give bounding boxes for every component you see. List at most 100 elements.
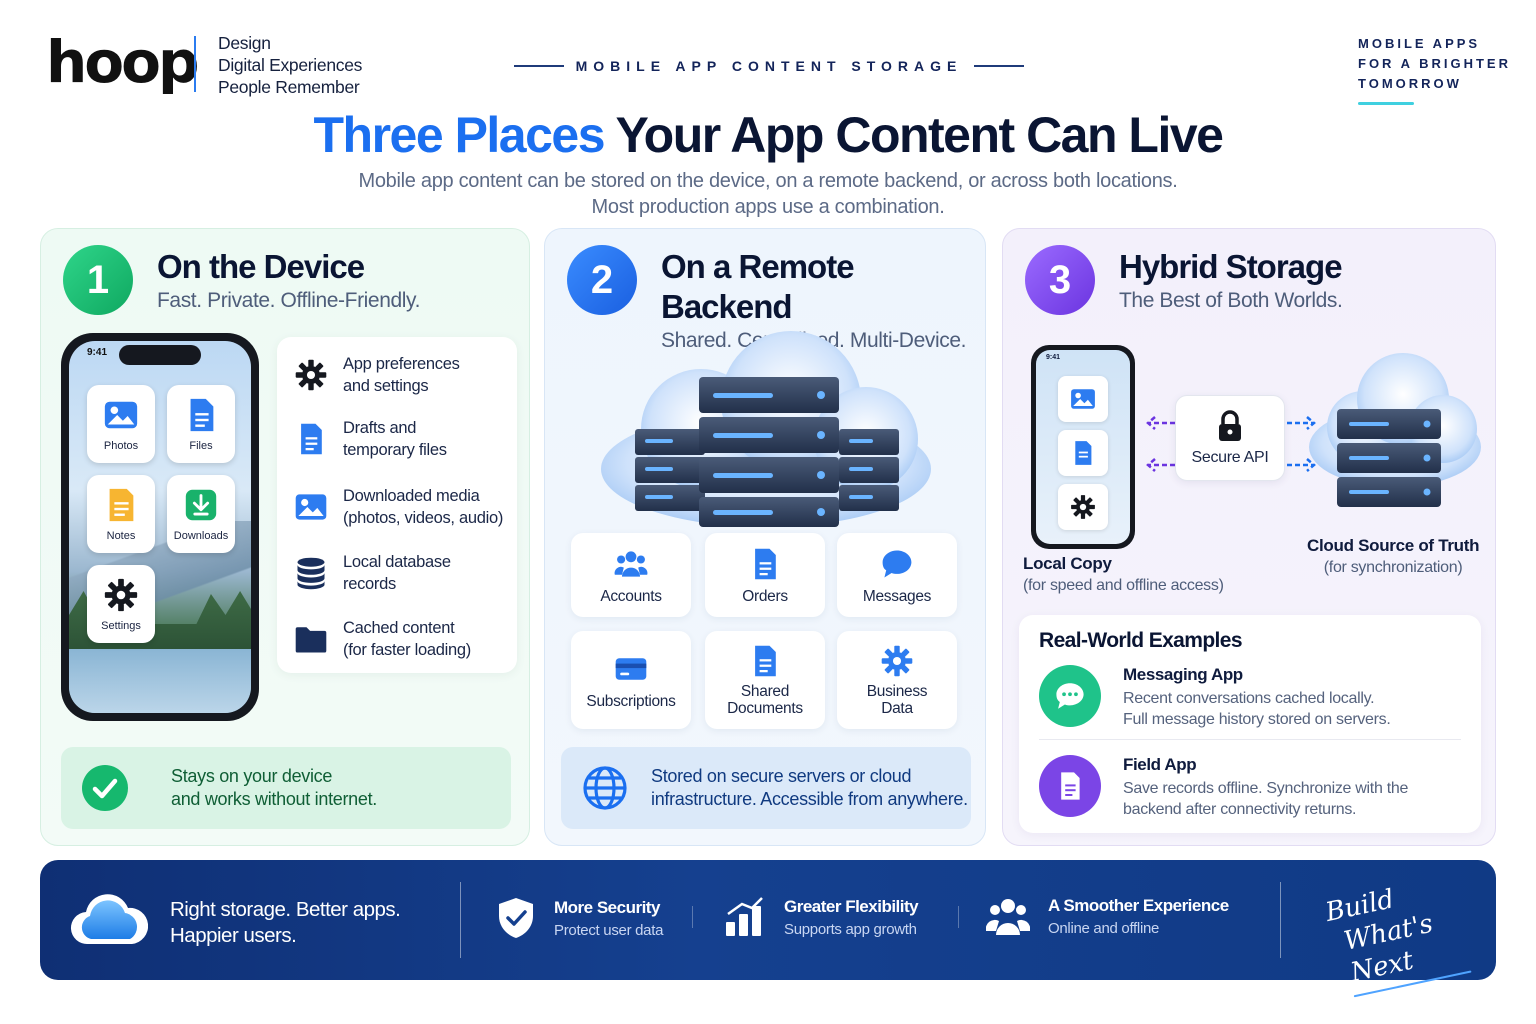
footer-item-text: More Security Protect user data bbox=[554, 898, 663, 939]
eyebrow: MOBILE APP CONTENT STORAGE bbox=[514, 58, 1024, 74]
tile-orders: Orders bbox=[705, 533, 825, 617]
phone-notch bbox=[119, 345, 201, 365]
footer-item-flexibility: Greater Flexibility Supports app growth bbox=[724, 896, 919, 938]
lock-icon bbox=[1219, 410, 1241, 441]
example-text: Messaging App Recent conversations cache… bbox=[1123, 665, 1391, 730]
image-icon bbox=[295, 494, 327, 520]
footer-divider bbox=[460, 882, 461, 958]
gear-icon bbox=[104, 578, 138, 612]
users-icon bbox=[986, 898, 1030, 935]
chat-icon bbox=[1056, 683, 1084, 709]
example-text: Field App Save records offline. Synchron… bbox=[1123, 755, 1408, 820]
panel-title: On the Device bbox=[157, 248, 365, 285]
bar-chart-icon bbox=[726, 897, 763, 936]
page-subtitle: Mobile app content can be stored on the … bbox=[0, 168, 1536, 220]
database-icon bbox=[297, 557, 325, 590]
example-line: Full message history stored on servers. bbox=[1123, 711, 1391, 728]
footer-banner: Right storage. Better apps. Happier user… bbox=[40, 860, 1496, 998]
app-settings[interactable]: Settings bbox=[87, 565, 155, 643]
example-field-app: Field App Save records offline. Synchron… bbox=[1039, 755, 1408, 820]
list-item-label: App preferences and settings bbox=[343, 353, 460, 397]
gear-icon bbox=[1071, 495, 1095, 519]
document-icon bbox=[755, 548, 776, 579]
label-line: (for faster loading) bbox=[343, 641, 471, 659]
label-line: Documents bbox=[727, 700, 803, 717]
app-notes[interactable]: Notes bbox=[87, 475, 155, 553]
example-icon-circle bbox=[1039, 755, 1101, 817]
device-note: Stays on your device and works without in… bbox=[61, 747, 511, 829]
caption-title: Local Copy bbox=[1023, 554, 1112, 573]
caption-sub: (for speed and offline access) bbox=[1023, 577, 1224, 594]
phone-screen: 9:41 bbox=[1036, 350, 1130, 544]
label-line: Drafts and bbox=[343, 419, 417, 437]
headline-line: Happier users. bbox=[170, 924, 297, 947]
note-line: Stays on your device bbox=[171, 766, 333, 786]
example-icon-circle bbox=[1039, 665, 1101, 727]
label-line: App preferences bbox=[343, 355, 460, 373]
footer-item-title: More Security bbox=[554, 897, 660, 917]
hybrid-phone: 9:41 bbox=[1031, 345, 1135, 549]
app-downloads[interactable]: Downloads bbox=[167, 475, 235, 553]
tile-accounts: Accounts bbox=[571, 533, 691, 617]
real-world-examples: Real-World Examples Messaging App Recent… bbox=[1019, 615, 1481, 833]
tile-label: Messages bbox=[862, 587, 932, 605]
note-line: and works without internet. bbox=[171, 789, 378, 809]
label-line: (photos, videos, audio) bbox=[343, 509, 504, 527]
app-label: Notes bbox=[106, 530, 136, 542]
gear-icon bbox=[295, 359, 327, 391]
document-icon bbox=[301, 423, 322, 455]
app-photos[interactable]: Photos bbox=[87, 385, 155, 463]
tile-label: Accounts bbox=[600, 587, 662, 605]
label-line: temporary files bbox=[343, 441, 447, 459]
list-item: Drafts and temporary files bbox=[293, 417, 447, 461]
footer-item-text: Greater Flexibility Supports app growth bbox=[784, 897, 919, 938]
app-label: Settings bbox=[101, 620, 141, 632]
example-messaging-app: Messaging App Recent conversations cache… bbox=[1039, 665, 1391, 730]
subtitle-line: Mobile app content can be stored on the … bbox=[358, 170, 1178, 192]
footer-item-experience: A Smoother Experience Online and offline bbox=[986, 896, 1229, 937]
logo-divider bbox=[194, 36, 196, 92]
corner-tagline: MOBILE APPS FOR A BRIGHTER TOMORROW bbox=[1358, 34, 1511, 105]
footer-item-sub: Online and offline bbox=[1048, 920, 1160, 937]
page-title: Three Places Your App Content Can Live bbox=[0, 106, 1536, 164]
chat-icon bbox=[882, 550, 912, 577]
list-item: Cached content (for faster loading) bbox=[293, 617, 471, 661]
label-line: and settings bbox=[343, 377, 429, 395]
signature-text: Build What's Next bbox=[1323, 869, 1482, 1000]
label-line: Downloaded media bbox=[343, 487, 480, 505]
corner-line: TOMORROW bbox=[1358, 76, 1462, 91]
phone-app-tile bbox=[1058, 430, 1108, 476]
footer-item-sub: Protect user data bbox=[554, 921, 664, 939]
status-time: 9:41 bbox=[1046, 354, 1061, 361]
tagline-line: Digital Experiences bbox=[218, 55, 363, 75]
api-label: Secure API bbox=[1191, 449, 1269, 466]
cloud-servers-illustration bbox=[1309, 353, 1481, 507]
label-line: Cached content bbox=[343, 619, 455, 637]
title-accent: Three Places bbox=[313, 107, 606, 163]
arrow-left-icon bbox=[1146, 416, 1175, 430]
list-item-label: Downloaded media (photos, videos, audio) bbox=[343, 485, 503, 529]
users-icon bbox=[614, 550, 648, 577]
label-line: Shared bbox=[740, 683, 790, 700]
cloud-servers-illustration bbox=[601, 331, 931, 527]
panel-subtitle: Fast. Private. Offline-Friendly. bbox=[157, 289, 421, 312]
app-files[interactable]: Files bbox=[167, 385, 235, 463]
panel-heading: Hybrid Storage The Best of Both Worlds. bbox=[1119, 247, 1343, 313]
phone-app-tile bbox=[1058, 484, 1108, 530]
local-copy-caption: Local Copy (for speed and offline access… bbox=[1023, 553, 1224, 596]
app-label: Files bbox=[189, 440, 213, 452]
footer-item-sub: Supports app growth bbox=[784, 920, 917, 938]
eyebrow-rule bbox=[973, 65, 1024, 67]
arrow-right-icon bbox=[1287, 458, 1316, 472]
status-time: 9:41 bbox=[87, 347, 108, 358]
file-icon bbox=[190, 398, 214, 432]
example-title: Messaging App bbox=[1123, 665, 1243, 684]
caption-sub: (for synchronization) bbox=[1323, 559, 1463, 576]
panel-on-device: 1 On the Device Fast. Private. Offline-F… bbox=[40, 228, 530, 846]
arrow-left-icon bbox=[1146, 458, 1175, 472]
title-rest: Your App Content Can Live bbox=[604, 107, 1224, 163]
notes-icon bbox=[109, 488, 134, 522]
tagline: Design Digital Experiences People Rememb… bbox=[218, 32, 362, 98]
